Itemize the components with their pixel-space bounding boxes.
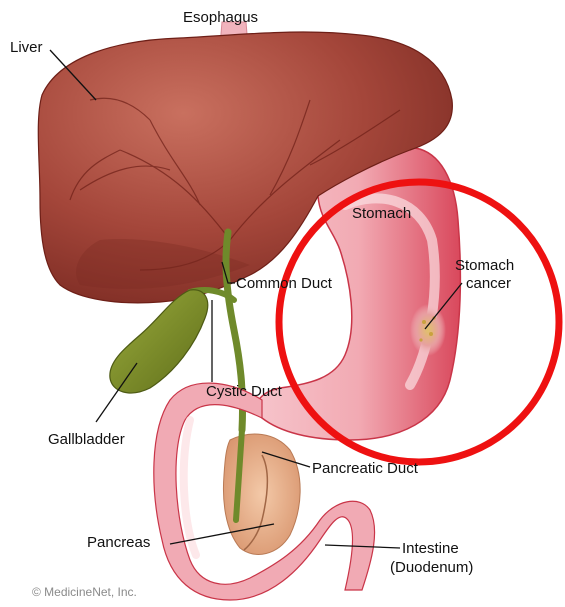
- label-stomach: Stomach: [352, 205, 411, 222]
- label-cystic-duct: Cystic Duct: [206, 383, 283, 400]
- copyright-credit: © MedicineNet, Inc.: [32, 585, 137, 599]
- duodenum-highlight: [184, 420, 196, 555]
- label-intestine-line1: Intestine: [402, 540, 459, 557]
- label-liver: Liver: [10, 39, 43, 56]
- label-esophagus: Esophagus: [183, 9, 258, 26]
- label-stomach-cancer-line1: Stomach: [455, 257, 514, 274]
- label-stomach-cancer-line2: cancer: [466, 275, 511, 292]
- label-gallbladder: Gallbladder: [48, 431, 125, 448]
- label-common-duct: Common Duct: [236, 275, 333, 292]
- label-intestine-line2: (Duodenum): [390, 559, 473, 576]
- label-pancreatic-duct: Pancreatic Duct: [312, 460, 419, 477]
- stomach-cancer-lesion: [410, 304, 446, 356]
- gallbladder-shape: [110, 290, 208, 393]
- label-pancreas: Pancreas: [87, 534, 150, 551]
